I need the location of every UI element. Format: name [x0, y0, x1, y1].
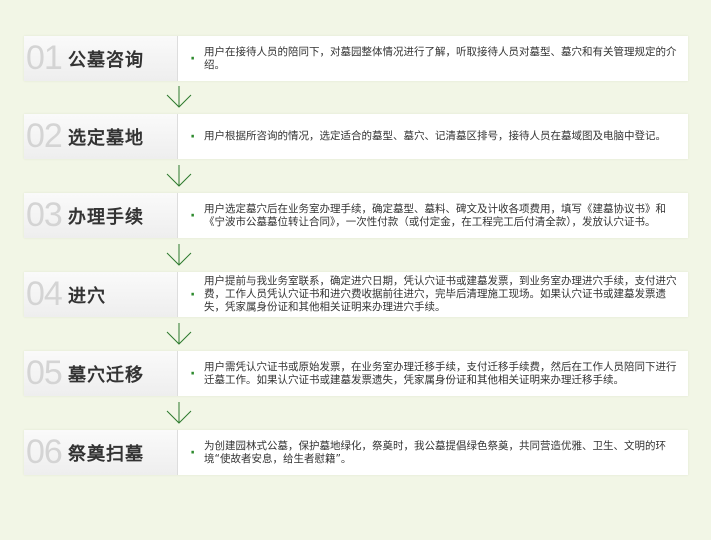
- step-number: 02: [26, 117, 63, 155]
- step-title: 祭奠扫墓: [68, 443, 144, 465]
- step-number: 05: [26, 354, 63, 392]
- step-title: 墓穴迁移: [68, 364, 144, 386]
- step-description: 用户根据所咨询的情况，选定适合的墓型、墓穴、记清墓区排号，接待人员在墓域图及电脑…: [204, 130, 666, 142]
- step-title: 办理手续: [68, 206, 144, 228]
- arrow-down-icon: [166, 402, 192, 424]
- bullet-icon: ·: [190, 365, 196, 382]
- step-description: 用户在接待人员的陪同下，对墓园整体情况进行了解，听取接待人员对墓型、墓穴和有关管…: [204, 45, 677, 71]
- step-description: 用户提前与我业务室联系，确定进穴日期，凭认穴证书或建墓发票，到业务室办理进穴手续…: [204, 275, 677, 313]
- bullet-icon: ·: [190, 207, 196, 224]
- step-number: 06: [26, 433, 63, 471]
- bullet-icon: ·: [190, 286, 196, 303]
- step-number: 01: [26, 39, 63, 77]
- step-description: 用户需凭认穴证书或原始发票，在业务室办理迁移手续，支付迁移手续费，然后在工作人员…: [204, 360, 677, 386]
- arrow-down-icon: [166, 86, 192, 108]
- bullet-icon: ·: [190, 128, 196, 145]
- arrow-down-icon: [166, 244, 192, 266]
- arrow-down-icon: [166, 323, 192, 345]
- step-description: 用户选定墓穴后在业务室办理手续，确定墓型、墓料、碑文及计收各项费用，填写《建墓协…: [204, 202, 666, 228]
- step-title: 选定墓地: [68, 127, 144, 149]
- bullet-icon: ·: [190, 50, 196, 67]
- step-description: 为创建园林式公墓，保护墓地绿化，祭奠时，我公墓提倡绿色祭奠，共同营造优雅、卫生、…: [204, 439, 666, 465]
- step-title: 公墓咨询: [68, 49, 144, 71]
- step-number: 04: [26, 275, 63, 313]
- step-title: 进穴: [68, 285, 106, 307]
- step-number: 03: [26, 196, 63, 234]
- arrow-down-icon: [166, 165, 192, 187]
- bullet-icon: ·: [190, 444, 196, 461]
